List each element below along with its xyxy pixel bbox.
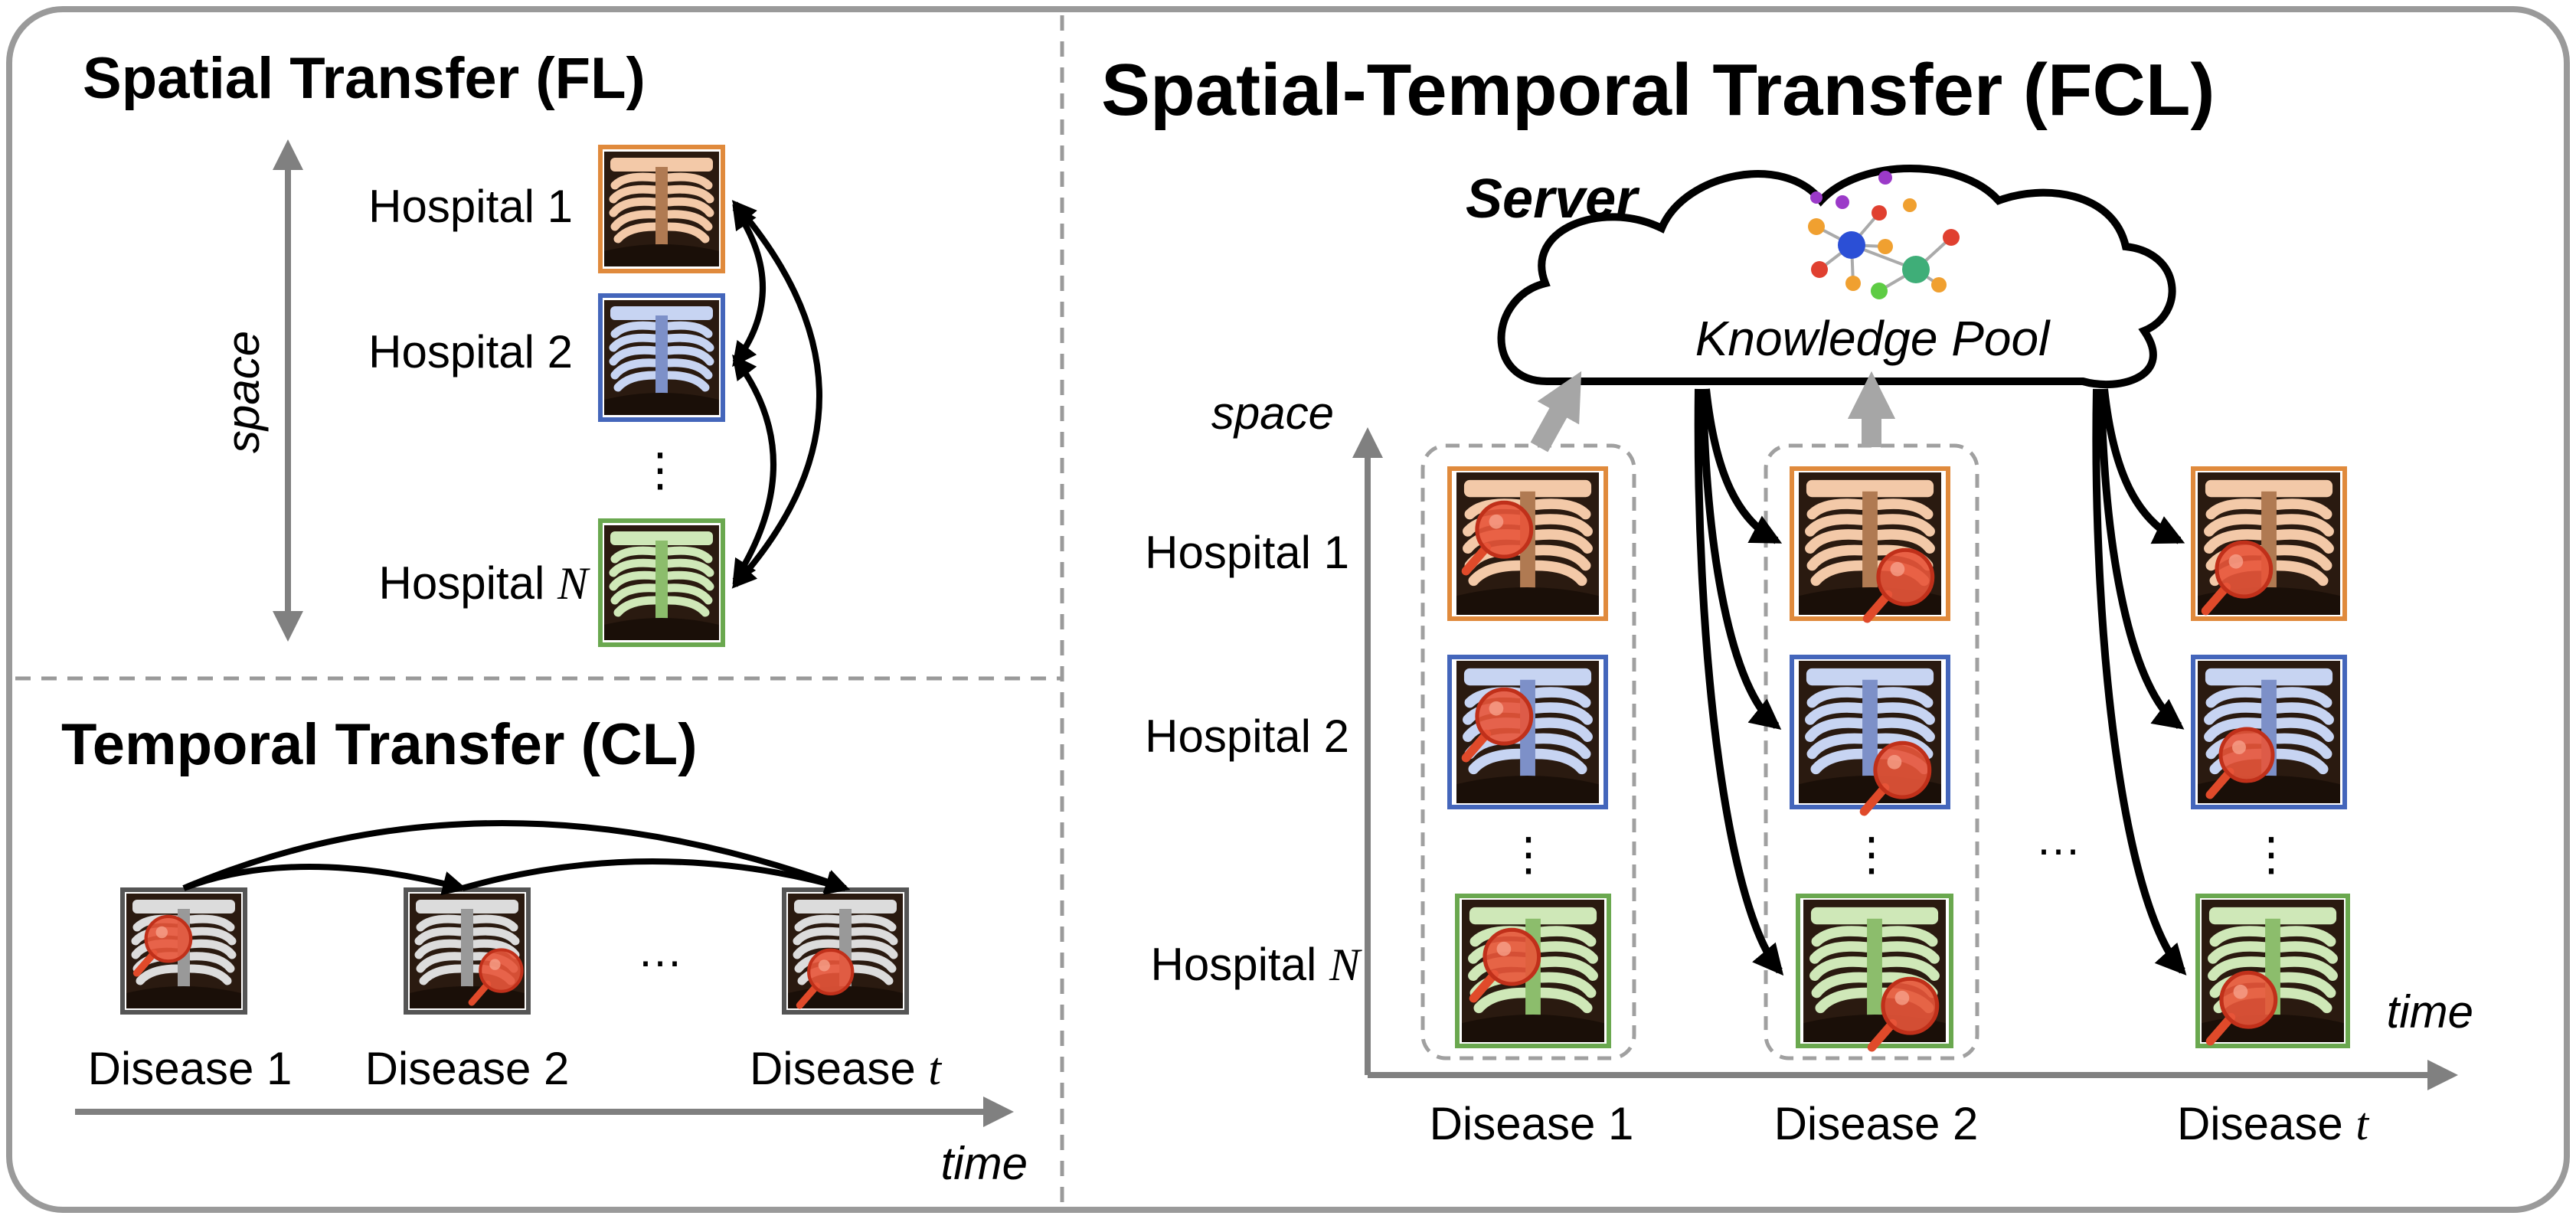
cl-ellipsis: …: [637, 925, 683, 976]
fcl-hospital-1-label: Hospital 1: [1145, 527, 1349, 578]
chest-xray-icon: [782, 887, 909, 1015]
cl-transfer-arrows: [182, 820, 851, 896]
chest-xray-icon: [1455, 894, 1611, 1048]
fcl-vdots: ⋮: [1849, 828, 1894, 880]
cl-disease-2-label: Disease 2: [365, 1043, 570, 1094]
disease-1-group: [1420, 443, 1636, 1060]
fcl-vdots: ⋮: [1505, 828, 1551, 880]
fcl-vdots: ⋮: [2248, 828, 2294, 880]
chest-xray-icon: [1790, 466, 1950, 619]
fl-space-label: space: [217, 331, 269, 453]
knowledge-graph-icon: [1808, 171, 1960, 299]
outer-frame: [6, 6, 2570, 1213]
cl-time-label: time: [941, 1138, 1028, 1189]
fcl-hospital-n-label: Hospital N: [1151, 939, 1362, 990]
fcl-time-label: time: [2387, 986, 2473, 1038]
fcl-hospital-2-label: Hospital 2: [1145, 711, 1349, 762]
fl-vdots: ⋮: [637, 444, 683, 495]
chest-xray-icon: [1447, 655, 1608, 809]
chest-xray-icon: [598, 293, 725, 422]
fcl-disease-1-label: Disease 1: [1430, 1098, 1634, 1149]
cl-disease-t-label: Disease t: [750, 1043, 942, 1094]
cloud-icon: [1497, 165, 2176, 389]
chest-xray-icon: [598, 518, 725, 647]
fcl-knowledge-pool-label: Knowledge Pool: [1695, 311, 2051, 366]
chest-xray-icon: [404, 887, 531, 1015]
fcl-title: Spatial-Temporal Transfer (FCL): [1101, 49, 2215, 131]
chest-xray-icon: [1796, 894, 1953, 1047]
fl-exchange-arrows: [731, 200, 822, 589]
chest-xray-icon: [2195, 894, 2350, 1048]
fcl-ellipsis: …: [2035, 813, 2081, 864]
fl-hospital-1-label: Hospital 1: [368, 181, 573, 232]
fl-title: Spatial Transfer (FL): [83, 46, 646, 111]
chest-xray-icon: [120, 887, 247, 1015]
fl-hospital-n-label: Hospital N: [379, 557, 590, 609]
cl-title: Temporal Transfer (CL): [61, 712, 698, 777]
chest-xray-icon: [1790, 655, 1950, 812]
chest-xray-icon: [2191, 466, 2347, 621]
chest-xray-icon: [1447, 466, 1608, 621]
cl-disease-1-label: Disease 1: [88, 1043, 293, 1094]
cl-panel: Temporal Transfer (CL) … Disease 1 Disea…: [61, 712, 1028, 1189]
fcl-disease-2-label: Disease 2: [1774, 1098, 1979, 1149]
chest-xray-icon: [598, 145, 725, 273]
fcl-download-arrows: [1694, 388, 2187, 976]
fl-panel: Spatial Transfer (FL) space Hospital 1 H…: [83, 46, 822, 647]
fl-hospital-2-label: Hospital 2: [368, 326, 573, 377]
chest-xray-icon: [2191, 655, 2347, 809]
fcl-server-label: Server: [1466, 168, 1640, 230]
fcl-disease-t-label: Disease t: [2177, 1098, 2369, 1149]
fcl-panel: Spatial-Temporal Transfer (FCL) Server K…: [1101, 49, 2473, 1149]
fcl-space-label: space: [1211, 387, 1334, 439]
upload-arrow: [1530, 371, 1582, 453]
